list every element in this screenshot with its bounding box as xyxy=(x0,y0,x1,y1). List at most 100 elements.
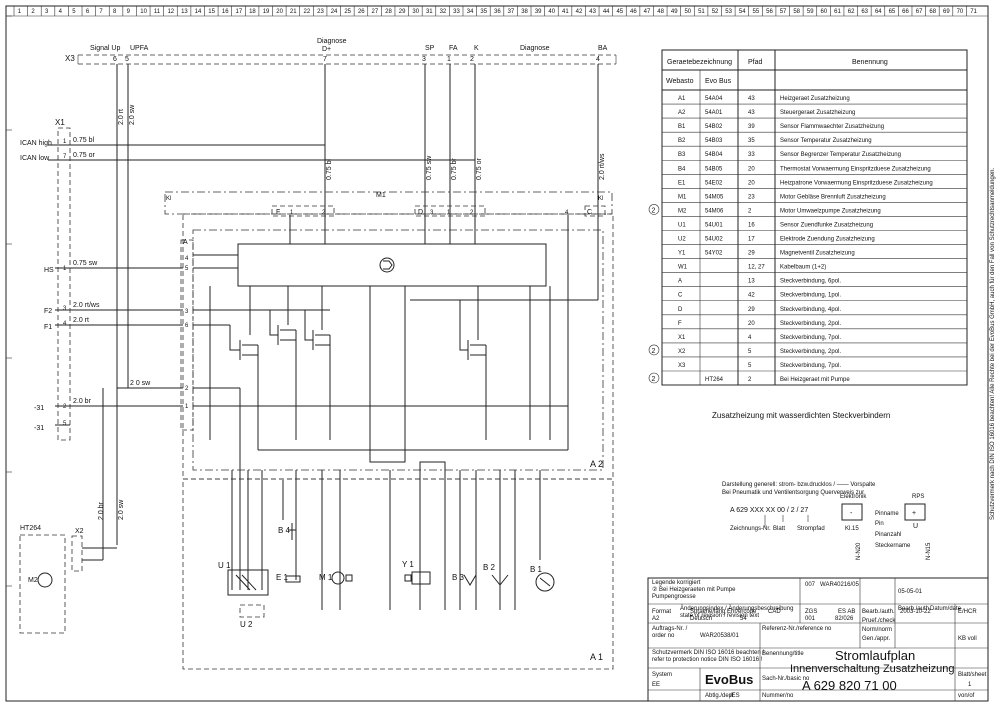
svg-text:B 1: B 1 xyxy=(530,565,543,574)
brand-logo: EvoBus xyxy=(705,672,753,687)
svg-text:Signal Up: Signal Up xyxy=(90,45,120,52)
column-number: 16 xyxy=(222,9,229,15)
column-number: 2 xyxy=(31,9,35,15)
table-cell-name: Steckverbindung, 4pol. xyxy=(780,307,841,313)
svg-text:4: 4 xyxy=(565,210,569,216)
column-number: 65 xyxy=(889,9,896,15)
svg-text:1: 1 xyxy=(63,266,67,272)
svg-text:3: 3 xyxy=(63,306,67,312)
table-cell-id: M1 xyxy=(678,194,687,200)
column-number: 7 xyxy=(99,9,103,15)
table-cell-pfad: 20 xyxy=(748,180,755,186)
unit-a1-frame: A 1 xyxy=(182,478,614,670)
svg-text:Bearb./auth.: Bearb./auth. xyxy=(862,609,895,615)
svg-text:2: 2 xyxy=(470,56,474,63)
svg-text:FA: FA xyxy=(449,45,458,52)
table-cell-pfad: 29 xyxy=(748,251,755,257)
column-number: 47 xyxy=(644,9,651,15)
column-number: 37 xyxy=(508,9,515,15)
table-cell-id: B4 xyxy=(678,166,686,172)
table-cell-name: Motor Gebläse Brennluft Zusatzheizung xyxy=(780,194,886,200)
svg-text:M 1: M 1 xyxy=(319,573,333,582)
svg-text:05-05-01: 05-05-01 xyxy=(898,589,923,595)
svg-text:1: 1 xyxy=(968,682,972,688)
column-number: 40 xyxy=(548,9,555,15)
svg-text:U: U xyxy=(913,523,918,530)
svg-text:Änderungsindex / Änderungsbesc: Änderungsindex / Änderungsbeschreibung xyxy=(680,605,793,612)
svg-text:Nummer/no: Nummer/no xyxy=(762,693,794,699)
svg-text:2.0 br: 2.0 br xyxy=(73,398,92,405)
svg-text:Strompfad: Strompfad xyxy=(797,526,825,532)
side-notice: Schutzvermerk nach DIN ISO 16016 beachte… xyxy=(990,167,996,520)
component-b2: B 2 xyxy=(483,563,509,586)
svg-text:WAR40216/05: WAR40216/05 xyxy=(820,582,859,588)
row-ruler-left xyxy=(6,15,12,587)
table-cell-evobus: 54A01 xyxy=(705,110,723,116)
svg-text:B 2: B 2 xyxy=(483,563,496,572)
svg-text:4: 4 xyxy=(596,56,600,63)
table-cell-id: M2 xyxy=(678,208,687,214)
svg-text:N-N20: N-N20 xyxy=(856,542,862,560)
table-cell-id: D xyxy=(678,307,683,313)
svg-text:2.0 rt: 2.0 rt xyxy=(118,109,125,125)
pump-ht264: HT264 M2 X2 xyxy=(19,388,117,634)
column-number: 33 xyxy=(453,9,460,15)
table-cell-name: Steckverbindung, 1pol. xyxy=(780,293,841,299)
column-number: 59 xyxy=(807,9,814,15)
column-number: 9 xyxy=(127,9,131,15)
svg-text:WAR20538/01: WAR20538/01 xyxy=(700,633,739,639)
component-y1: Y 1 xyxy=(402,560,431,585)
svg-text:HS: HS xyxy=(44,267,54,274)
svg-text:2.0 rt: 2.0 rt xyxy=(73,317,89,324)
column-number: 56 xyxy=(766,9,773,15)
svg-text:2 0 sw: 2 0 sw xyxy=(130,380,151,387)
table-cell-name: Bei Heizgeraet mit Pumpe xyxy=(780,377,850,383)
column-number: 44 xyxy=(603,9,610,15)
svg-text:A 2: A 2 xyxy=(590,459,603,469)
revision-mark-circle xyxy=(648,204,660,215)
svg-text:1: 1 xyxy=(185,404,189,410)
svg-text:Legende korrigiert: Legende korrigiert xyxy=(652,580,701,586)
svg-text:2.0 br: 2.0 br xyxy=(98,501,105,520)
table-cell-id: A xyxy=(678,279,682,285)
column-number: 34 xyxy=(467,9,474,15)
column-number: 26 xyxy=(358,9,365,15)
table-cell-name: Steuergeraet Zusatzheizung xyxy=(780,110,855,116)
svg-text:A: A xyxy=(183,239,188,246)
svg-text:5: 5 xyxy=(185,266,189,272)
svg-text:② Bei Heizgeraeten mit Pumpe: ② Bei Heizgeraeten mit Pumpe xyxy=(652,586,736,593)
svg-text:Blatt: Blatt xyxy=(773,526,785,532)
svg-text:+: + xyxy=(912,510,916,517)
svg-text:2: 2 xyxy=(322,210,326,216)
table-cell-evobus: 54U02 xyxy=(705,237,723,243)
component-e1: E 1 xyxy=(276,573,301,583)
svg-text:3: 3 xyxy=(422,56,426,63)
table-cell-name: Motor Umwaelzpumpe Zusatzheizung xyxy=(780,208,881,214)
svg-text:E 1: E 1 xyxy=(276,573,289,582)
svg-text:HT264: HT264 xyxy=(20,525,41,532)
column-number: 43 xyxy=(589,9,596,15)
svg-text:Pinanzahl: Pinanzahl xyxy=(875,532,901,538)
table-head-pfad: Pfad xyxy=(748,59,763,66)
svg-text:RPS: RPS xyxy=(912,494,924,500)
svg-text:7: 7 xyxy=(323,56,327,63)
table-cell-id: U2 xyxy=(678,237,686,243)
column-number: 8 xyxy=(113,9,117,15)
table-cell-pfad: 17 xyxy=(748,237,755,243)
driver-transistors xyxy=(193,286,568,590)
revision-mark-circle xyxy=(648,344,660,356)
drawing-subtitle: Innenverschaltung Zusatzheizung xyxy=(790,663,955,675)
table-cell-pfad: 2 xyxy=(748,208,752,214)
column-number: 6 xyxy=(86,9,90,15)
svg-text:D: D xyxy=(418,209,423,216)
svg-text:Abtlg./dept: Abtlg./dept xyxy=(705,693,734,699)
table-cell-evobus: 54M06 xyxy=(705,208,724,214)
column-number: 60 xyxy=(821,9,828,15)
column-number: 24 xyxy=(331,9,338,15)
column-number: 57 xyxy=(780,9,787,15)
table-cell-pfad: 4 xyxy=(748,335,752,341)
svg-text:Bearb./auth.: Bearb./auth. xyxy=(898,606,931,612)
column-number: 21 xyxy=(290,9,297,15)
svg-text:0.75 sw: 0.75 sw xyxy=(426,155,433,180)
column-number: 13 xyxy=(181,9,188,15)
